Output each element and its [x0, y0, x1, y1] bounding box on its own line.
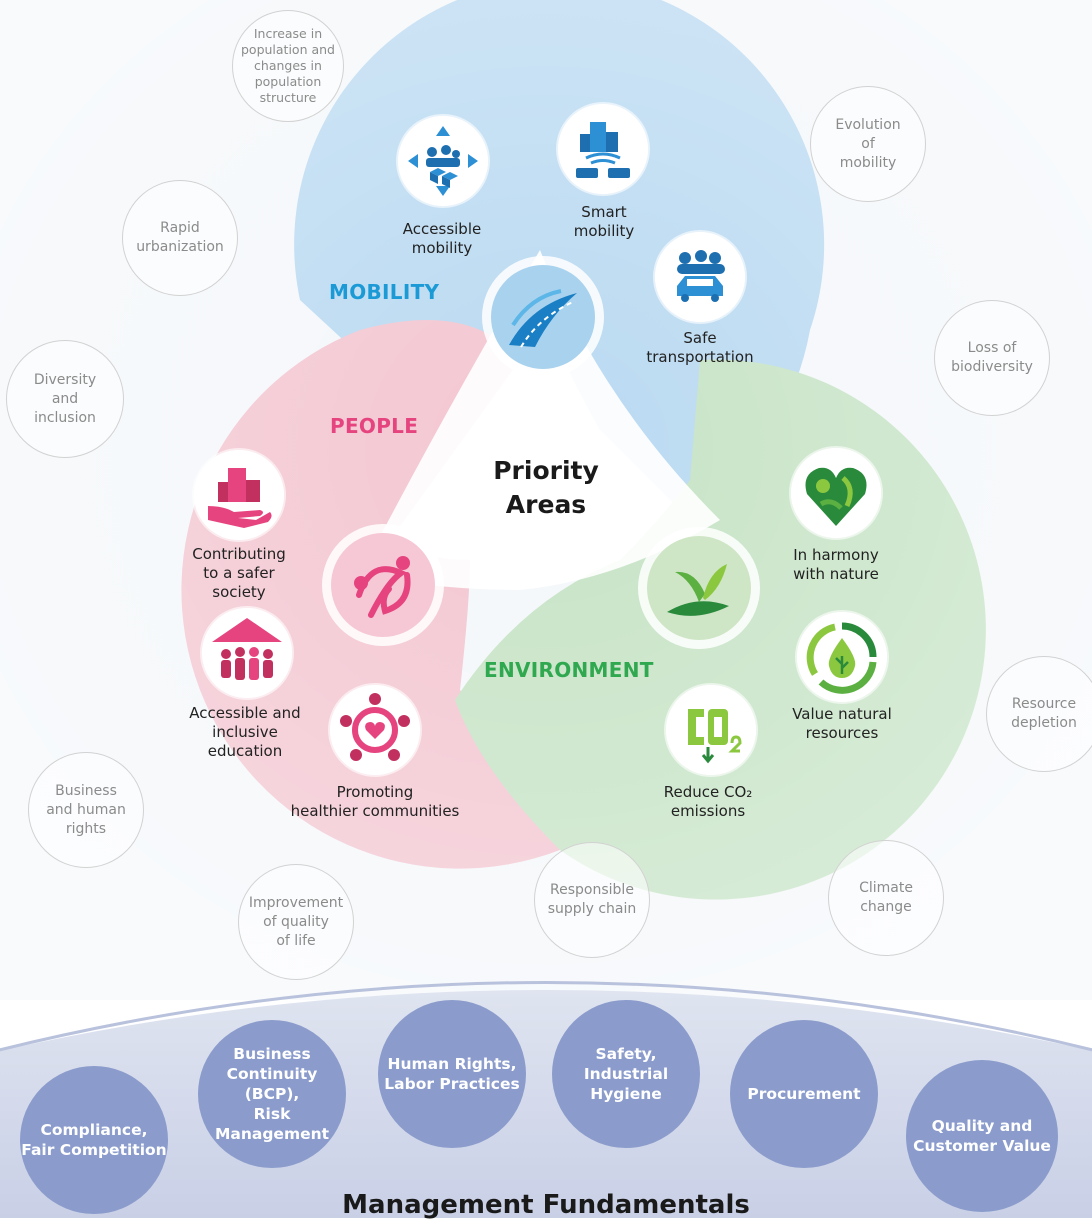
label-smart-mobility: Smart mobility	[573, 203, 635, 240]
trend-urbanization: Rapid urbanization	[122, 180, 238, 296]
label-safer-society: Contributing to a safer society	[192, 545, 286, 601]
label-inclusive-education: Accessible and inclusive education	[189, 704, 301, 760]
label-natural-resources: Value natural resources	[792, 705, 892, 742]
sprout-icon	[667, 564, 729, 616]
label-harmony-nature: In harmony with nature	[793, 546, 879, 583]
trend-human-rights: Business and human rights	[28, 752, 144, 868]
trend-diversity: Diversity and inclusion	[6, 340, 124, 458]
trend-quality-life: Improvement of quality of life	[238, 864, 354, 980]
trend-biodiversity: Loss of biodiversity	[934, 300, 1050, 416]
road-icon	[509, 289, 577, 348]
area-title-environment: ENVIRONMENT	[484, 658, 654, 682]
label-healthier-communities: Promoting healthier communities	[290, 783, 460, 820]
label-reduce-co2: Reduce CO₂ emissions	[663, 783, 753, 820]
reduce-co2-icon	[666, 685, 756, 775]
center-title: Priority Areas	[493, 456, 599, 519]
healthier-communities-icon	[330, 685, 420, 775]
mobility-hub	[482, 256, 604, 378]
environment-hub	[638, 527, 760, 649]
people-hug-icon	[354, 556, 411, 618]
safe-transportation-icon	[655, 232, 745, 322]
label-accessible-mobility: Accessible mobility	[402, 220, 482, 257]
trend-supply-chain: Responsible supply chain	[534, 842, 650, 958]
safer-society-icon	[194, 450, 284, 540]
fundamental-procurement: Procurement	[730, 1020, 878, 1168]
people-hub	[322, 524, 444, 646]
trend-resource-depletion: Resource depletion	[986, 656, 1092, 772]
fundamentals-title: Management Fundamentals	[342, 1190, 750, 1220]
fundamental-compliance: Compliance, Fair Competition	[20, 1066, 168, 1214]
trend-evolution-mobility: Evolution of mobility	[810, 86, 926, 202]
area-title-people: PEOPLE	[330, 414, 419, 438]
trend-population: Increase in population and changes in po…	[232, 10, 344, 122]
smart-mobility-icon	[558, 104, 648, 194]
inclusive-education-icon	[202, 608, 292, 698]
accessible-mobility-icon	[398, 116, 488, 206]
fundamental-human-rights: Human Rights, Labor Practices	[378, 1000, 526, 1148]
natural-resources-icon	[797, 612, 887, 702]
fundamental-safety: Safety, Industrial Hygiene	[552, 1000, 700, 1148]
fundamental-quality: Quality and Customer Value	[906, 1060, 1058, 1212]
trend-climate-change: Climate change	[828, 840, 944, 956]
area-title-mobility: MOBILITY	[329, 280, 440, 304]
fundamental-bcp: Business Continuity (BCP), Risk Manageme…	[198, 1020, 346, 1168]
harmony-nature-icon	[791, 448, 881, 538]
label-safe-transportation: Safe transportation	[646, 329, 754, 366]
